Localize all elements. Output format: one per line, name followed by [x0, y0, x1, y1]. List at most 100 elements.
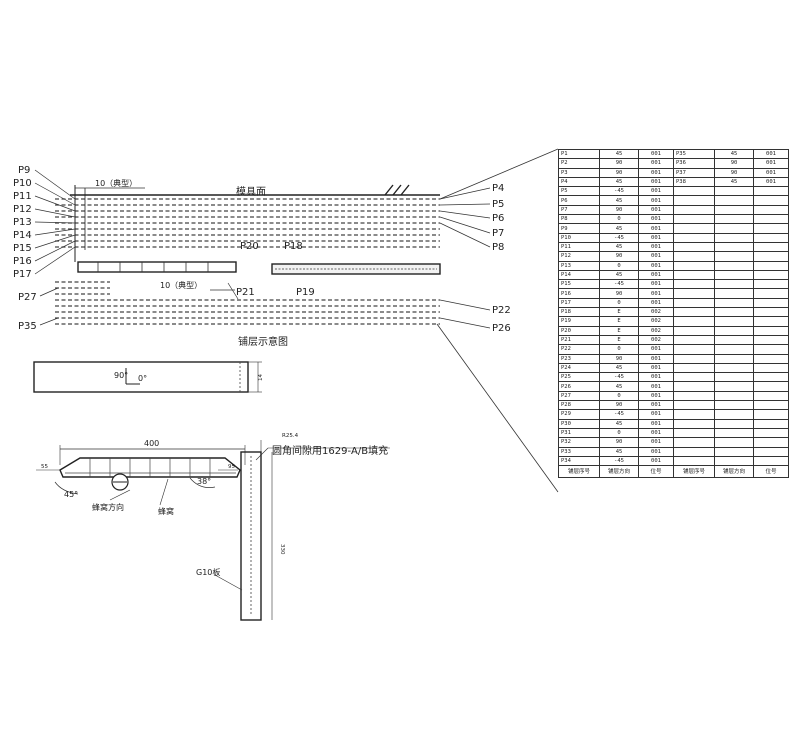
table-cell: P22 — [558, 344, 600, 355]
table-cell — [673, 399, 715, 411]
table-cell — [714, 316, 754, 327]
table-cell: 45 — [599, 148, 639, 160]
table-cell: 001 — [638, 418, 674, 429]
table-cell — [753, 334, 789, 346]
table-cell: -45 — [599, 279, 639, 290]
ply-label: P9 — [18, 165, 30, 176]
table-cell: 0 — [599, 344, 639, 355]
table-cell: 001 — [638, 344, 674, 355]
table-cell: 90 — [714, 167, 754, 178]
ply-label: P17 — [13, 269, 32, 280]
table-cell: P33 — [558, 446, 600, 457]
ply-label: P16 — [13, 256, 32, 267]
table-cell: 001 — [638, 362, 674, 374]
table-cell: 45 — [599, 195, 639, 206]
angle-38-label: 38° — [197, 477, 211, 486]
table-cell: 001 — [638, 195, 674, 206]
table-cell: 001 — [638, 232, 674, 243]
table-cell: 001 — [638, 427, 674, 439]
ply-label-p22: P22 — [492, 305, 511, 316]
table-cell — [714, 362, 754, 374]
table-cell: 90 — [599, 204, 639, 216]
angle-0-label: 0° — [138, 374, 147, 383]
table-cell: P37 — [673, 167, 715, 178]
table-cell: P18 — [558, 307, 600, 318]
table-cell: 45 — [599, 362, 639, 374]
table-cell: E — [599, 325, 639, 336]
table-cell — [714, 223, 754, 234]
table-cell — [714, 427, 754, 439]
table-cell — [753, 325, 789, 336]
table-cell — [753, 288, 789, 299]
table-cell: P6 — [558, 195, 600, 206]
table-cell — [673, 260, 715, 271]
table-cell — [714, 455, 754, 467]
table-cell — [673, 297, 715, 309]
table-cell — [673, 353, 715, 364]
table-cell: 001 — [638, 409, 674, 420]
table-header-row: 铺层序号铺层方向位号铺层序号铺层方向位号 — [558, 465, 789, 479]
table-cell: P8 — [558, 214, 600, 225]
table-cell — [753, 437, 789, 448]
table-cell: 位号 — [638, 465, 674, 479]
ply-label: P14 — [13, 230, 32, 241]
table-cell: 001 — [638, 399, 674, 411]
table-cell — [753, 344, 789, 355]
table-cell: 铺层序号 — [673, 465, 715, 479]
table-cell — [714, 437, 754, 448]
ply-label-p19: P19 — [296, 287, 315, 298]
table-cell: 002 — [638, 334, 674, 346]
table-cell — [673, 390, 715, 402]
table-cell: 45 — [599, 176, 639, 188]
table-cell — [673, 446, 715, 457]
table-cell: P12 — [558, 251, 600, 262]
ply-label: P8 — [492, 242, 504, 253]
table-cell: P17 — [558, 297, 600, 309]
table-cell — [714, 241, 754, 253]
table-cell: P34 — [558, 455, 600, 467]
table-cell — [714, 372, 754, 383]
table-cell: P14 — [558, 269, 600, 281]
table-cell — [753, 372, 789, 383]
table-cell — [673, 232, 715, 243]
table-cell: 90 — [599, 158, 639, 169]
table-cell — [753, 279, 789, 290]
table-cell — [753, 297, 789, 309]
table-cell: P27 — [558, 390, 600, 402]
table-cell — [753, 409, 789, 420]
ply-label: P7 — [492, 228, 504, 239]
table-cell: 45 — [599, 269, 639, 281]
table-cell: P25 — [558, 372, 600, 383]
table-cell — [673, 269, 715, 281]
table-cell: 90 — [599, 251, 639, 262]
table-cell: 001 — [638, 353, 674, 364]
table-cell — [714, 334, 754, 346]
table-cell — [673, 251, 715, 262]
table-cell: 90 — [599, 353, 639, 364]
table-cell: 001 — [638, 241, 674, 253]
table-cell — [673, 325, 715, 336]
table-cell: 002 — [638, 316, 674, 327]
table-cell — [714, 288, 754, 299]
table-cell — [714, 279, 754, 290]
table-cell: 001 — [753, 176, 789, 188]
table-cell — [753, 223, 789, 234]
table-cell: P13 — [558, 260, 600, 271]
table-cell — [714, 353, 754, 364]
table-cell: 0 — [599, 214, 639, 225]
table-cell: 45 — [714, 176, 754, 188]
table-cell: 位号 — [753, 465, 789, 479]
table-cell: 001 — [753, 148, 789, 160]
